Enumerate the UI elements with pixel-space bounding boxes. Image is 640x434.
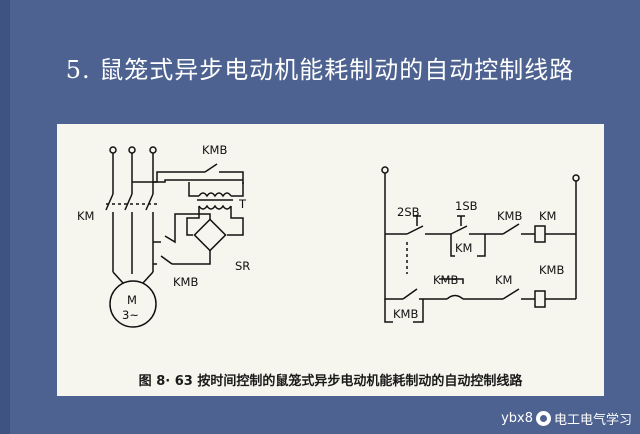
km-main-contacts xyxy=(105,193,154,211)
km-interlock-contact xyxy=(502,288,520,300)
label-kmb-interlock: KMB xyxy=(497,209,522,223)
watermark-text: 电工电气学习 xyxy=(553,413,632,428)
figure-panel: KMB KM T SR KMB M 3~ 2SB 1SB KM KMB KM K… xyxy=(57,124,604,396)
label-sr: SR xyxy=(235,259,250,273)
motor-symbol xyxy=(109,280,157,328)
stop-button-2sb-no xyxy=(402,288,418,300)
watermark: ybx8 电工电气学习 xyxy=(501,409,632,428)
kmb-coil xyxy=(534,290,546,308)
kmb-bottom-contact xyxy=(160,255,173,265)
control-terminal-left xyxy=(381,166,389,174)
label-km-coil: KM xyxy=(539,209,556,223)
slide-left-band xyxy=(0,0,10,434)
label-t: T xyxy=(238,197,247,211)
km-coil xyxy=(534,225,546,243)
label-kmb-bottom: KMB xyxy=(173,275,198,289)
time-relay-contact xyxy=(446,294,464,300)
transformer-secondary xyxy=(198,204,232,210)
label-km: KM xyxy=(77,209,94,223)
kmb-interlock-contact xyxy=(502,223,520,235)
watermark-prefix: ybx8 xyxy=(501,411,533,426)
label-1sb: 1SB xyxy=(455,199,478,213)
rectifier-bridge xyxy=(193,218,227,252)
control-terminal-right xyxy=(572,174,580,182)
label-kmb-row2: KMB xyxy=(433,273,458,287)
supply-terminal-l1 xyxy=(109,146,117,154)
label-km-interlock: KM xyxy=(495,273,512,287)
transformer-primary xyxy=(198,192,232,198)
slide-title: 5. 鼠笼式异步电动机能耗制动的自动控制线路 xyxy=(65,56,575,84)
wechat-logo-icon xyxy=(535,411,551,426)
start-button-1sb xyxy=(450,225,468,235)
figure-caption: 图 8· 63 按时间控制的鼠笼式异步电动机能耗制动的自动控制线路 xyxy=(138,374,523,389)
supply-terminal-l3 xyxy=(149,146,157,154)
label-2sb: 2SB xyxy=(397,205,420,219)
label-kmb-hold: KMB xyxy=(393,307,418,321)
circuit-diagram: KMB KM T SR KMB M 3~ 2SB 1SB KM KMB KM K… xyxy=(77,143,580,328)
label-km-hold: KM xyxy=(455,241,472,255)
label-kmb-top: KMB xyxy=(202,143,227,157)
supply-terminal-l2 xyxy=(128,146,136,154)
kmb-top-contact xyxy=(204,163,218,173)
label-motor-m: M xyxy=(127,293,137,307)
label-motor-phase: 3~ xyxy=(122,308,139,322)
label-kmb-coil: KMB xyxy=(539,263,564,277)
stop-button-2sb xyxy=(406,225,424,235)
